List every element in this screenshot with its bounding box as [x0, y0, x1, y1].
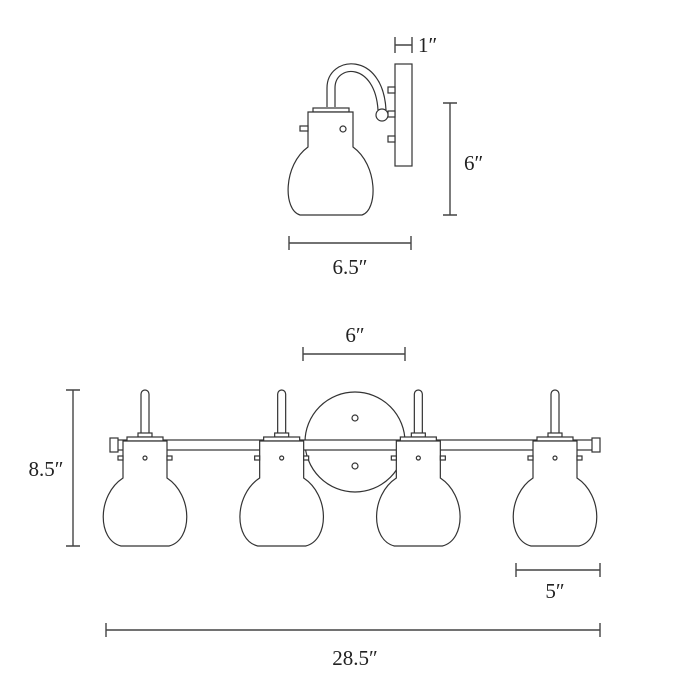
shade-assembly [376, 389, 461, 547]
glass-shade [376, 440, 461, 547]
shade-peg [439, 455, 446, 461]
shade-assembly [102, 389, 188, 547]
side-view-fixture [287, 63, 413, 216]
stem [140, 389, 150, 438]
shade-peg [390, 455, 397, 461]
total-width-label: 28.5″ [332, 646, 378, 670]
backplate-screw [351, 462, 359, 470]
shade-screw [339, 125, 347, 133]
shade-assembly [239, 389, 324, 547]
shade-peg [303, 455, 310, 461]
glass-shade [239, 440, 324, 547]
side-arm [326, 63, 387, 111]
stem-collar [137, 432, 153, 438]
mounting-bar [111, 439, 599, 451]
front-height-dimension: 8.5″ [29, 389, 80, 547]
glass-shade [102, 440, 188, 547]
backplate-knob [387, 110, 396, 118]
stem-collar [274, 432, 290, 438]
front-height-label: 8.5″ [29, 457, 64, 481]
stem [277, 389, 287, 438]
shade-peg [166, 455, 173, 461]
backplate-screw [351, 414, 359, 422]
backplate-knob [387, 135, 396, 143]
bar-end-cap [591, 437, 601, 453]
backplate-knob [387, 86, 396, 94]
shade-screw [415, 455, 421, 461]
stem [413, 389, 423, 438]
depth-dimension: 1″ [394, 33, 437, 57]
side-width-label: 6.5″ [333, 255, 368, 279]
depth-label: 1″ [418, 33, 437, 57]
shade-peg [117, 455, 124, 461]
shade-assembly [512, 389, 598, 547]
stem-collar [410, 432, 426, 438]
backplate-dimension: 6″ [302, 323, 406, 361]
stem-collar [547, 432, 563, 438]
shade-width-label: 5″ [545, 579, 564, 603]
glass-shade [512, 440, 598, 547]
shade-screw [552, 455, 558, 461]
side-shade [287, 111, 374, 216]
shade-width-dimension: 5″ [515, 563, 601, 603]
shade-peg [254, 455, 261, 461]
shade-peg [299, 125, 309, 132]
shade-peg [527, 455, 534, 461]
side-backplate [394, 63, 413, 167]
side-height-dimension: 6″ [443, 102, 483, 216]
bar-end-cap [109, 437, 119, 453]
shade-screw [142, 455, 148, 461]
backplate-width-label: 6″ [345, 323, 364, 347]
stem [550, 389, 560, 438]
side-width-dimension: 6.5″ [288, 236, 412, 279]
side-height-label: 6″ [464, 151, 483, 175]
total-width-dimension: 28.5″ [105, 623, 601, 670]
shade-peg [576, 455, 583, 461]
arm-ball [375, 108, 389, 122]
shade-screw [279, 455, 285, 461]
front-view-fixture [102, 389, 601, 547]
